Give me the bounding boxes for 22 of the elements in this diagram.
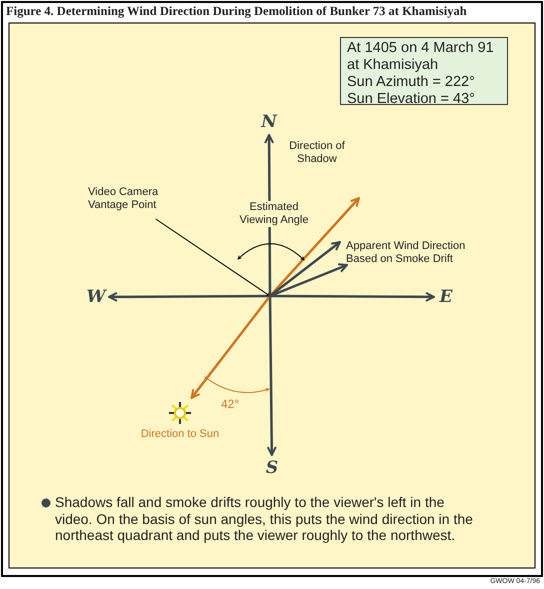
compass-letter: N [260,112,278,132]
info-text: Sun Azimuth = 222° [347,74,476,91]
compass-arrow [266,296,277,456]
info-box [340,37,508,105]
leader-line [155,218,270,296]
info-text: Sun Elevation = 43° [347,91,476,108]
angle-label: 42° [221,397,240,411]
note-text: Shadows fall and smoke drifts roughly to the viewer's left in the video. On the basis of sun angles, this puts the wind direction in the northeast quadrant and puts the viewer roughly to the northwest. [55,494,474,544]
compass-letter: W [86,287,106,307]
compass-arrow [270,263,348,298]
info-text: At 1405 on 4 March 91 at Khamisiyah [347,40,495,74]
callout-text: Apparent Wind Direction Based on Smoke Drift [346,240,466,266]
compass-letter: E [438,287,454,307]
compass-arrow [270,292,435,302]
compass-letter: S [264,458,280,478]
arrow [190,197,360,399]
callout-text: Video Camera Vantage Point [88,186,160,212]
figure-title: Figure 4. Determining Wind Direction During Demolition of Bunker 73 at Khamisiyah [6,4,468,18]
compass-arrow [269,241,341,297]
compass-arrow [108,292,270,302]
callout-text: Direction of Shadow [288,140,346,166]
sun-caption: Direction to Sun [140,428,220,441]
